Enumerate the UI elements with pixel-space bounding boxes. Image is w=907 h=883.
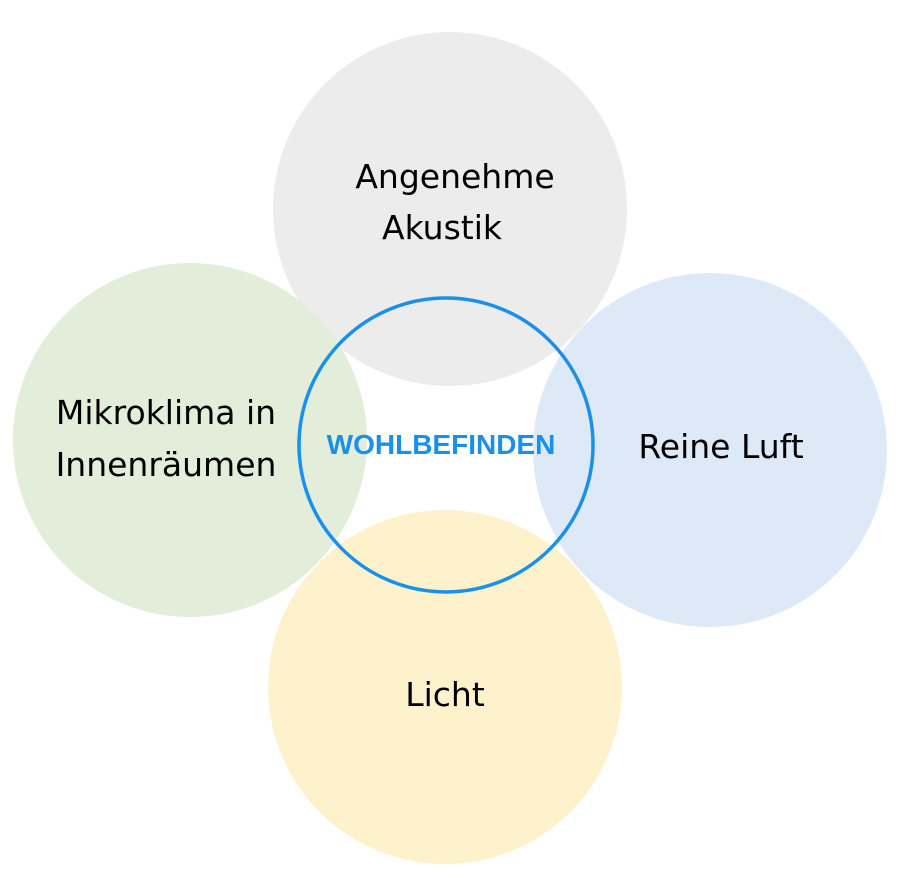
center-label: WOHLBEFINDEN xyxy=(327,429,556,460)
center-ring xyxy=(297,296,595,594)
label-akustik-line1: Angenehme xyxy=(355,157,554,196)
circle-mikroklima xyxy=(13,263,367,617)
label-mikroklima-line1: Mikroklima in xyxy=(56,393,276,432)
label-mikroklima-line2: Innenräumen xyxy=(56,445,277,484)
label-reine-luft: Reine Luft xyxy=(638,427,803,466)
label-licht: Licht xyxy=(405,675,485,714)
circle-licht xyxy=(268,510,622,864)
circle-reine-luft xyxy=(533,273,887,627)
circle-akustik xyxy=(273,32,627,386)
label-akustik-line2: Akustik xyxy=(382,208,503,247)
